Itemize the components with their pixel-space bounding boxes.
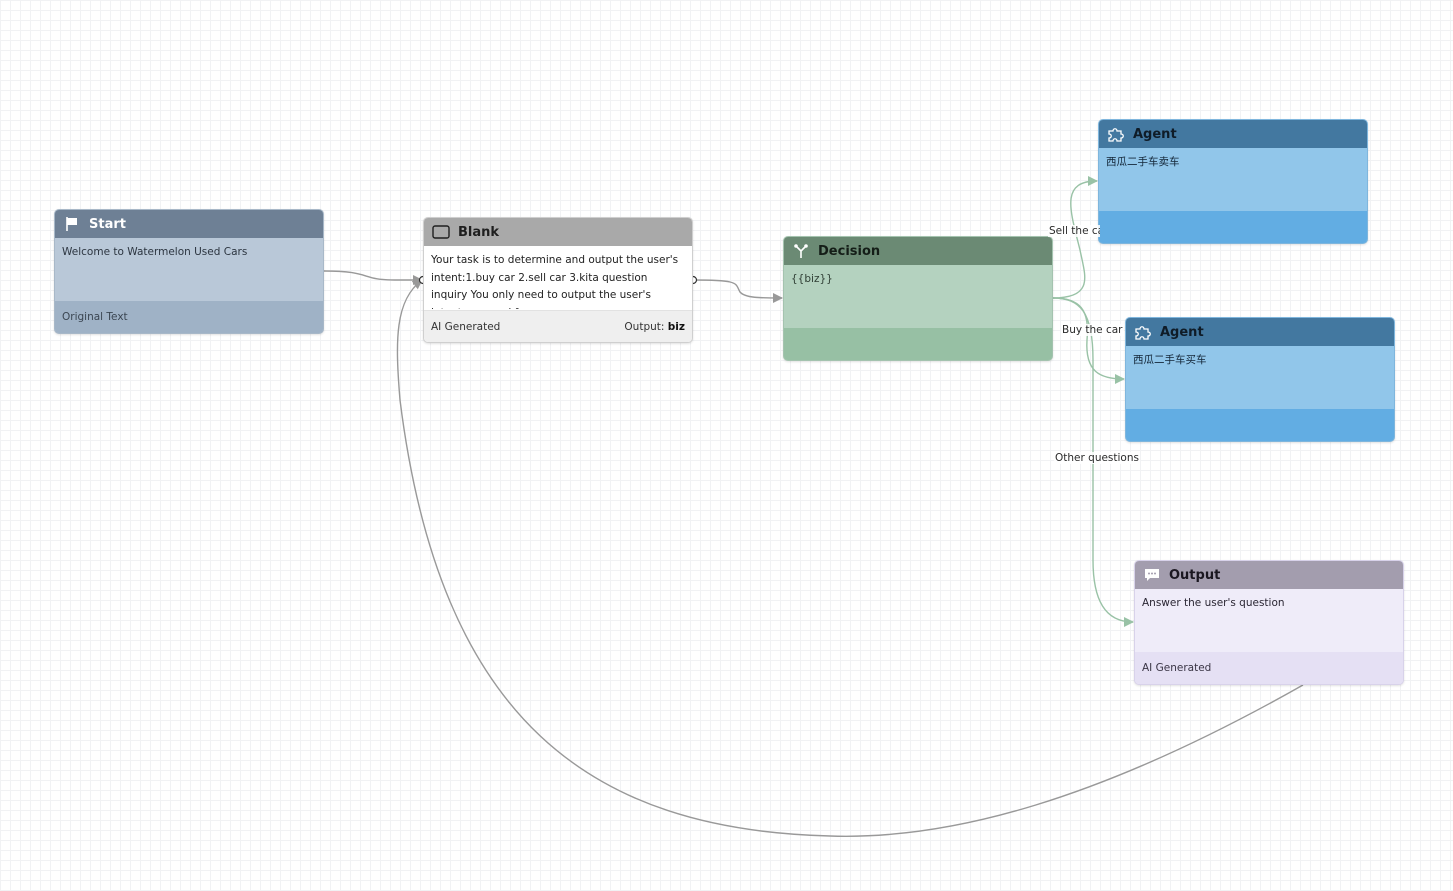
edge-start-blank[interactable] <box>323 270 423 285</box>
blank-node-footer-left: AI Generated <box>431 320 501 333</box>
branch-icon <box>792 242 810 260</box>
blank-node-output-value: biz <box>667 320 685 333</box>
puzzle-icon <box>1107 125 1125 143</box>
start-node-body: Welcome to Watermelon Used Cars <box>62 246 248 258</box>
agent-buy-body: 西瓜二手车买车 <box>1133 354 1207 366</box>
blank-node-output-label: Output: <box>624 320 668 333</box>
blank-node-footer: AI Generated Output: biz <box>424 310 692 342</box>
start-node-title: Start <box>89 216 126 232</box>
decision-node-header[interactable]: Decision <box>784 237 1052 265</box>
agent-sell-footer <box>1099 211 1367 243</box>
agent-sell-title: Agent <box>1133 126 1177 142</box>
start-node-footer: Original Text <box>55 301 323 333</box>
decision-node-footer <box>784 328 1052 360</box>
agent-sell-node[interactable]: Agent 西瓜二手车卖车 <box>1098 119 1368 244</box>
edge-label-sell: Sell the car <box>1048 225 1100 237</box>
agent-buy-header[interactable]: Agent <box>1126 318 1394 346</box>
output-node-footer-text: AI Generated <box>1142 662 1212 674</box>
blank-node[interactable]: Blank Your task is to determine and outp… <box>423 217 693 343</box>
output-node-footer: AI Generated <box>1135 652 1403 684</box>
agent-sell-body: 西瓜二手车卖车 <box>1106 156 1180 168</box>
start-node-footer-text: Original Text <box>62 311 128 323</box>
agent-sell-header[interactable]: Agent <box>1099 120 1367 148</box>
blank-node-header[interactable]: Blank <box>424 218 692 246</box>
edge-decision-buy[interactable] <box>1052 297 1125 384</box>
square-icon <box>432 223 450 241</box>
output-node[interactable]: Output Answer the user's question AI Gen… <box>1134 560 1404 685</box>
start-node[interactable]: Start Welcome to Watermelon Used Cars Or… <box>54 209 324 334</box>
blank-node-title: Blank <box>458 224 500 240</box>
agent-buy-title: Agent <box>1160 324 1204 340</box>
flag-icon <box>63 215 81 233</box>
start-node-header[interactable]: Start <box>55 210 323 238</box>
chat-icon <box>1143 566 1161 584</box>
blank-node-body: Your task is to determine and output the… <box>431 254 679 309</box>
decision-node-title: Decision <box>818 243 881 259</box>
edge-output-blank[interactable] <box>396 279 1304 837</box>
blank-node-output: Output: biz <box>624 321 685 333</box>
edge-label-buy: Buy the car <box>1061 324 1124 336</box>
edge-blank-decision[interactable] <box>692 279 783 303</box>
output-node-body: Answer the user's question <box>1142 597 1285 609</box>
decision-node-body: {{biz}} <box>791 273 833 285</box>
edge-label-other: Other questions <box>1054 452 1140 464</box>
agent-buy-footer <box>1126 409 1394 441</box>
edge-decision-sell[interactable] <box>1052 176 1098 299</box>
puzzle-icon <box>1134 323 1152 341</box>
output-node-title: Output <box>1169 567 1221 583</box>
decision-node[interactable]: Decision {{biz}} <box>783 236 1053 361</box>
output-node-header[interactable]: Output <box>1135 561 1403 589</box>
agent-buy-node[interactable]: Agent 西瓜二手车买车 <box>1125 317 1395 442</box>
